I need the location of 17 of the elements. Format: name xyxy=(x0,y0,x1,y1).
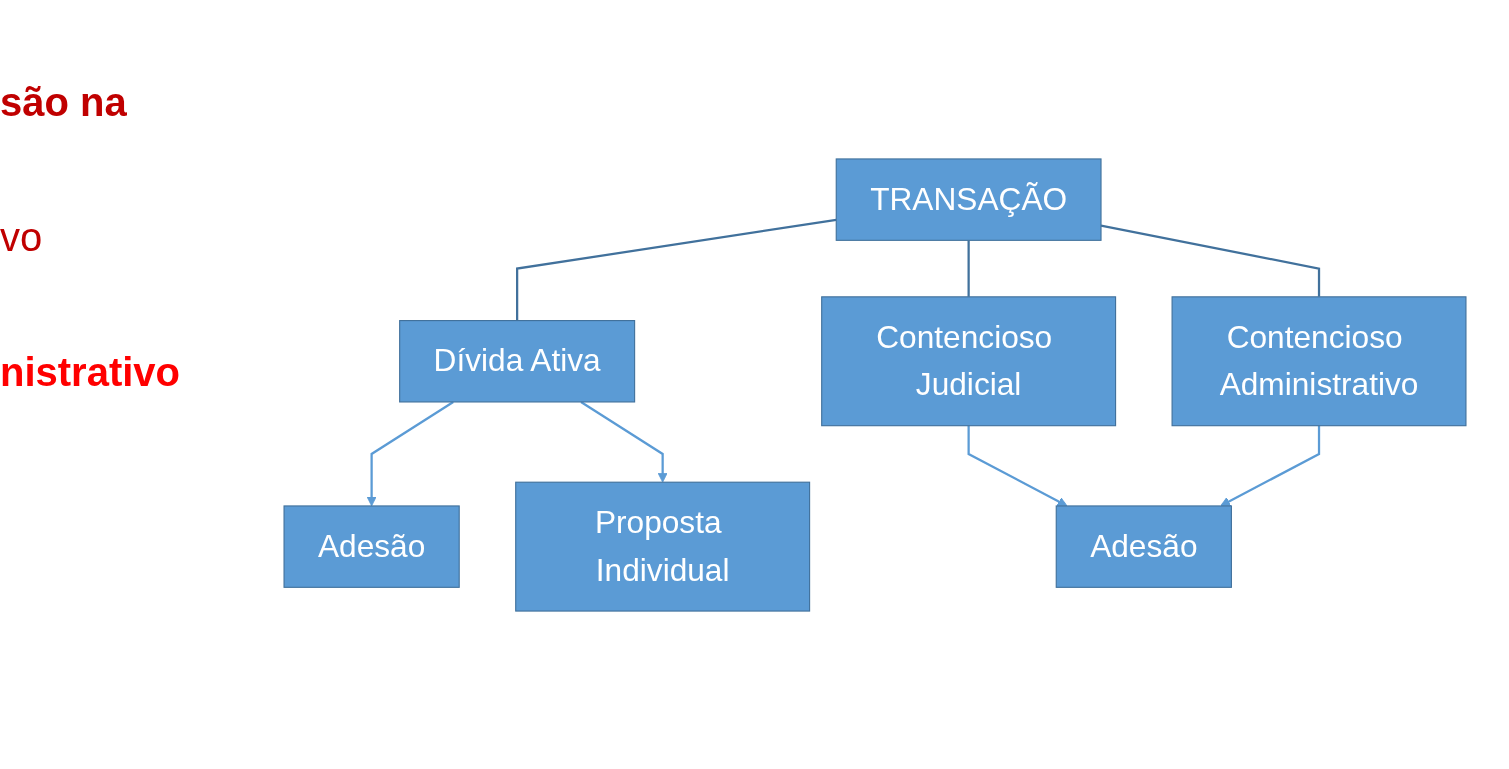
connector xyxy=(515,218,836,321)
text-fragment: vo xyxy=(0,215,44,260)
arrow xyxy=(967,425,1067,506)
arrow xyxy=(1219,425,1320,506)
node-box: Contencioso Administrativo xyxy=(1171,295,1467,426)
node-box: Adesão xyxy=(1055,504,1232,588)
node-box: Proposta Individual xyxy=(514,481,810,612)
text-fragment: são na xyxy=(0,80,128,125)
node-box: Adesão xyxy=(282,504,460,588)
text-fragment: nistrativo xyxy=(0,350,182,395)
node-box: Contencioso Judicial xyxy=(820,295,1116,426)
connector xyxy=(967,239,970,297)
node-box: Dívida Ativa xyxy=(398,319,635,402)
arrow xyxy=(366,400,454,506)
connector xyxy=(1100,224,1320,297)
arrow xyxy=(579,400,668,483)
node-box: TRANSAÇÃO xyxy=(835,157,1102,241)
